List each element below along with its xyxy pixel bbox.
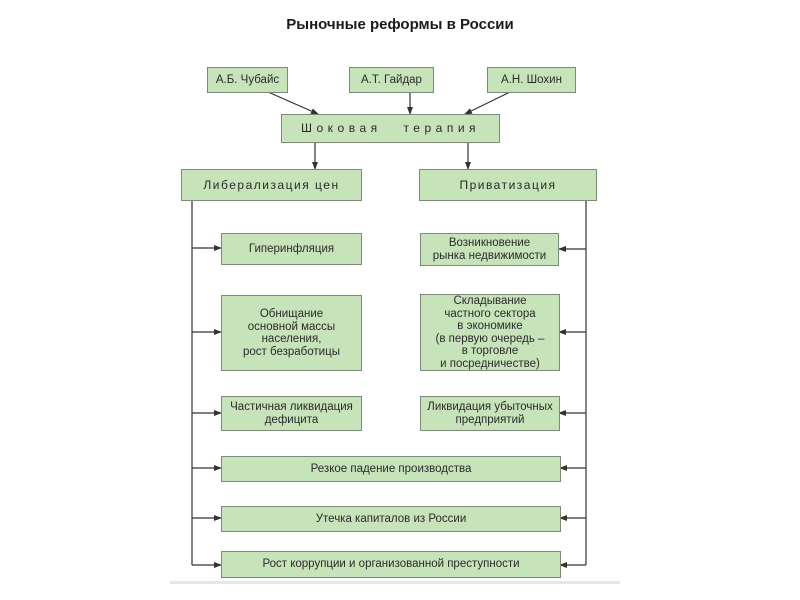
production-decline-box: Резкое падение производства <box>221 456 561 482</box>
shock-therapy-box: Шоковая терапия <box>281 114 500 143</box>
hyperinflation-box: Гиперинфляция <box>221 233 362 265</box>
deficit-liquidation-box: Частичная ликвидация дефицита <box>221 396 362 431</box>
liberalization-box: Либерализация цен <box>181 169 362 201</box>
impoverishment-box: Обнищание основной массы населения, рост… <box>221 295 362 371</box>
privatization-box: Приватизация <box>419 169 597 201</box>
bottom-divider <box>170 581 620 584</box>
corruption-crime-box: Рост коррупции и организованной преступн… <box>221 551 561 578</box>
author-shokhin: А.Н. Шохин <box>487 67 576 93</box>
diagram-title: Рыночные реформы в России <box>286 16 514 33</box>
arrow-shokhin-to-shock <box>464 91 511 115</box>
capital-flight-box: Утечка капиталов из России <box>221 506 561 532</box>
author-gaidar: А.Т. Гайдар <box>349 67 434 93</box>
arrow-chubais-to-shock <box>267 91 319 115</box>
unprofitable-liquidation-box: Ликвидация убыточных предприятий <box>420 396 560 431</box>
real-estate-market-box: Возникновение рынка недвижимости <box>420 233 559 266</box>
private-sector-box: Складывание частного сектора в экономике… <box>420 294 560 371</box>
author-chubais: А.Б. Чубайс <box>207 67 288 93</box>
